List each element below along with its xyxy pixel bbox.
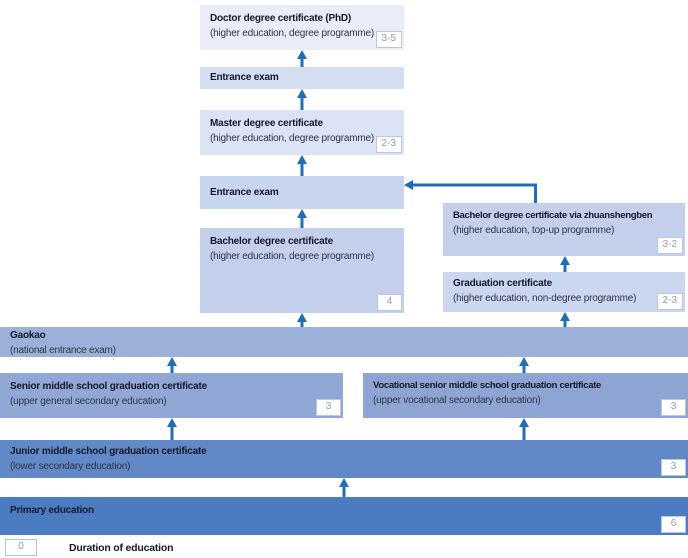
node-title: Senior middle school graduation certific… xyxy=(10,381,207,392)
node-subtitle: (higher education, degree programme) xyxy=(210,27,375,39)
duration-badge: 3 xyxy=(661,399,686,416)
node-vocational-senior-middle-school: Vocational senior middle school graduati… xyxy=(363,373,688,418)
arrow-exam-to-master xyxy=(296,155,308,176)
node-subtitle: (higher education, non-degree programme) xyxy=(453,292,637,304)
node-title: Junior middle school graduation certific… xyxy=(10,446,207,457)
arrow-gaokao-to-bachelor xyxy=(296,313,308,327)
arrow-vocational-to-gaokao xyxy=(518,357,530,373)
node-title: Graduation certificate xyxy=(453,278,552,289)
node-graduation-certificate: Graduation certificate (higher education… xyxy=(443,272,685,312)
legend-label: Duration of education xyxy=(69,541,174,554)
node-title: Bachelor degree certificate via zhuanshe… xyxy=(453,210,653,221)
node-title: Bachelor degree certificate xyxy=(210,236,333,247)
duration-badge: 3 xyxy=(316,399,341,416)
node-title: Primary education xyxy=(10,505,94,516)
node-subtitle: (higher education, degree programme) xyxy=(210,132,375,144)
node-title: Master degree certificate xyxy=(210,118,323,129)
node-entrance-exam-phd: Entrance exam xyxy=(200,67,404,89)
arrow-junior-to-vocational xyxy=(518,418,530,440)
node-doctor-degree: Doctor degree certificate (PhD) (higher … xyxy=(200,5,404,50)
node-junior-middle-school: Junior middle school graduation certific… xyxy=(0,440,688,478)
arrow-primary-to-junior xyxy=(338,478,350,497)
duration-badge: 2-3 xyxy=(375,136,402,153)
arrow-bachelor-to-exam xyxy=(296,209,308,228)
duration-badge: 6 xyxy=(661,516,686,533)
node-title: Entrance exam xyxy=(210,72,279,84)
node-subtitle: (upper vocational secondary education) xyxy=(373,394,541,406)
node-bachelor-zhuanshengben: Bachelor degree certificate via zhuanshe… xyxy=(443,203,685,256)
duration-badge: 3 xyxy=(661,459,686,476)
node-subtitle: (lower secondary education) xyxy=(10,460,131,472)
node-senior-middle-school: Senior middle school graduation certific… xyxy=(0,373,343,418)
connector-zhuanshengben-elbow xyxy=(534,184,537,203)
duration-badge: 3-5 xyxy=(375,31,402,48)
duration-badge: 4 xyxy=(377,294,402,311)
arrow-master-to-exam xyxy=(296,89,308,110)
node-title: Entrance exam xyxy=(210,186,279,198)
node-entrance-exam-master: Entrance exam xyxy=(200,176,404,209)
node-primary-education: Primary education 6 xyxy=(0,497,688,535)
arrow-gaokao-to-graduation xyxy=(559,312,571,327)
node-gaokao: Gaokao (national entrance exam) xyxy=(0,327,688,357)
node-title: Doctor degree certificate (PhD) xyxy=(210,13,352,24)
arrow-senior-to-gaokao xyxy=(166,357,178,373)
arrow-junior-to-senior xyxy=(166,418,178,440)
node-master-degree: Master degree certificate (higher educat… xyxy=(200,110,404,155)
duration-badge: 3-2 xyxy=(656,237,683,254)
node-subtitle: (higher education, degree programme) xyxy=(210,250,375,262)
node-title: Gaokao xyxy=(10,330,46,341)
node-subtitle: (upper general secondary education) xyxy=(10,395,167,407)
arrow-graduation-to-zhuanshengben xyxy=(559,256,571,272)
arrow-zhuanshengben-to-entrance-exam xyxy=(404,179,537,191)
node-bachelor-degree: Bachelor degree certificate (higher educ… xyxy=(200,228,404,313)
node-title: Vocational senior middle school graduati… xyxy=(373,380,602,391)
node-subtitle: (higher education, top-up programme) xyxy=(453,224,615,236)
duration-badge: 2-3 xyxy=(656,293,683,310)
node-subtitle: (national entrance exam) xyxy=(10,344,116,356)
arrow-exam-to-doctor xyxy=(296,50,308,67)
legend: 0 Duration of education xyxy=(5,539,173,556)
legend-duration-box: 0 xyxy=(5,539,37,556)
